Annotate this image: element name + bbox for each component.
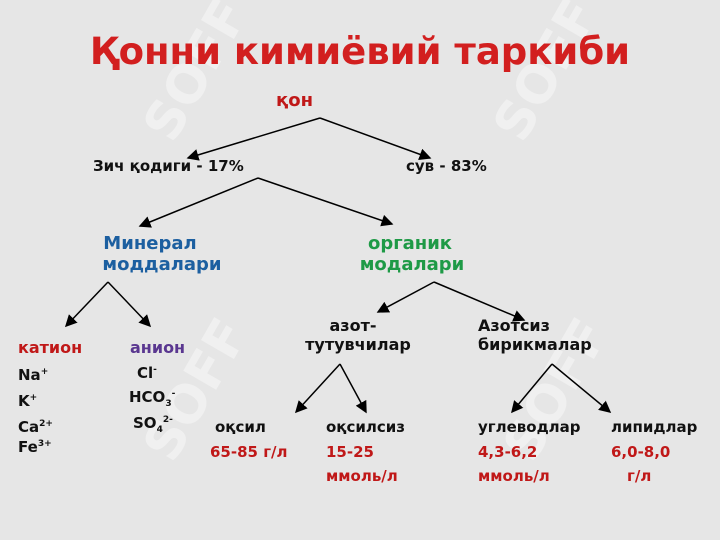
cation-item: K+ — [18, 392, 38, 410]
line-root-solid — [186, 117, 321, 161]
node-carbs-value-line2: ммоль/л — [478, 467, 550, 485]
node-root: қон — [276, 90, 314, 111]
line-root-water — [319, 117, 432, 161]
node-mineral-line2: моддалари — [102, 254, 222, 275]
node-nonnitro-line1: Азотсиз — [478, 316, 550, 335]
node-nonprotein-value-line1: 15-25 — [326, 443, 374, 461]
node-carbs-value-line1: 4,3-6,2 — [478, 443, 538, 461]
line-solid-mineral — [138, 177, 259, 228]
node-lipids-value-line2: г/л — [627, 467, 652, 485]
node-protein: оқсил — [215, 418, 266, 436]
line-nitro-protein — [294, 363, 341, 414]
node-protein-value: 65-85 г/л — [210, 443, 288, 461]
anion-item: SO42- — [133, 414, 173, 435]
node-nitro-line1: азот- — [329, 316, 377, 335]
node-lipids-value: 6,0-8,0 г/л — [611, 443, 670, 485]
node-organic-line1: органик — [367, 233, 453, 254]
node-mineral-line1: Минерал — [103, 233, 197, 254]
line-mineral-cation — [64, 281, 109, 328]
node-lipids: липидлар — [611, 418, 698, 436]
line-organic-nonnitro — [433, 281, 526, 322]
node-organic-line2: модалари — [359, 254, 465, 275]
node-nonprotein: оқсилсиз — [326, 418, 405, 436]
node-water: сув - 83% — [406, 157, 487, 175]
line-organic-nitro — [376, 281, 435, 313]
node-carbs: углеводлар — [478, 418, 581, 436]
page-title: Қонни кимиёвий таркиби — [89, 30, 631, 73]
node-lipids-value-line1: 6,0-8,0 — [611, 443, 671, 461]
cation-item: Fe3+ — [18, 438, 52, 456]
node-carbs-value: 4,3-6,2 ммоль/л — [478, 443, 550, 485]
line-nonnitro-carbs — [511, 363, 553, 414]
anion-item: HCO3- — [129, 388, 176, 409]
line-nitro-nonprotein — [339, 363, 367, 414]
anion-item: Cl- — [137, 364, 157, 382]
cation-item: Ca2+ — [18, 418, 53, 436]
node-anion: анион — [130, 338, 186, 357]
node-nonprotein-value: 15-25 ммоль/л — [326, 443, 398, 485]
line-nonnitro-lipids — [551, 363, 612, 413]
node-nitro: азот- тутувчилар — [298, 316, 418, 354]
node-nitro-line2: тутувчилар — [305, 335, 411, 354]
node-nonnitro-line2: бирикмалар — [478, 335, 592, 354]
line-mineral-anion — [107, 281, 152, 328]
node-cation: катион — [18, 338, 83, 357]
node-nonnitro: Азотсиз бирикмалар — [478, 316, 592, 354]
node-organic: органик модалари — [342, 233, 482, 275]
node-mineral: Минерал моддалари — [92, 233, 232, 275]
node-nonprotein-value-line2: ммоль/л — [326, 467, 398, 485]
node-solid: Зич қодиги - 17% — [93, 157, 244, 175]
cation-item: Na+ — [18, 366, 49, 384]
line-solid-organic — [257, 177, 394, 227]
